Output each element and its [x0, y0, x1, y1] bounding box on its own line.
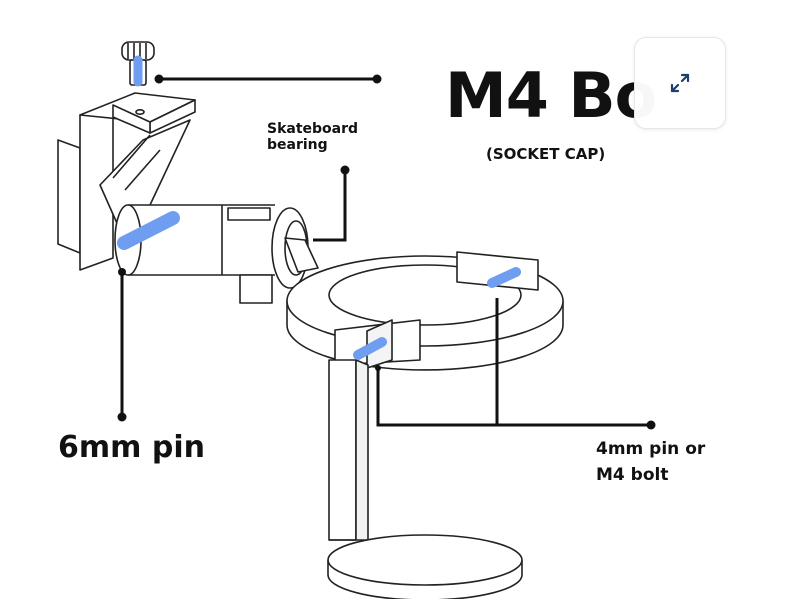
clamp-bracket [57, 92, 196, 271]
arm-housing [114, 204, 319, 304]
bearing-leader-dot [340, 165, 350, 175]
pin-large-label: 6mm pin [58, 430, 205, 465]
pin6-leader-dot-bottom [117, 412, 127, 422]
small-pin-highlight-right [487, 267, 521, 288]
bolt-leader-dot-right [372, 74, 382, 84]
stand-post [327, 359, 523, 599]
bearing-leader [313, 170, 347, 242]
pin6-leader-dot-top [118, 268, 126, 276]
expand-image-button[interactable] [634, 37, 726, 129]
pin4-leader [376, 368, 651, 427]
bearing-label: Skateboard bearing [267, 121, 358, 153]
bolt-title: M4 Bo [445, 59, 657, 132]
expand-arrows-icon [670, 73, 690, 93]
bolt-leader-dot-left [154, 74, 164, 84]
bearing-label-line2: bearing [267, 137, 328, 154]
pin-small-label: 4mm pin or M4 bolt [596, 437, 705, 488]
ring-holder [286, 251, 564, 371]
pin-small-label-line2: M4 bolt [596, 464, 669, 485]
bearing-label-line1: Skateboard [267, 121, 359, 137]
pin4-leader-dot-end [646, 420, 656, 430]
large-pin-highlight [117, 211, 180, 250]
bolt-subtitle: (SOCKET CAP) [486, 145, 606, 163]
pin-small-label-line1: 4mm pin or [596, 439, 706, 459]
pin4-leader-dot-start [375, 365, 381, 371]
small-pin-highlight-left [353, 337, 387, 360]
